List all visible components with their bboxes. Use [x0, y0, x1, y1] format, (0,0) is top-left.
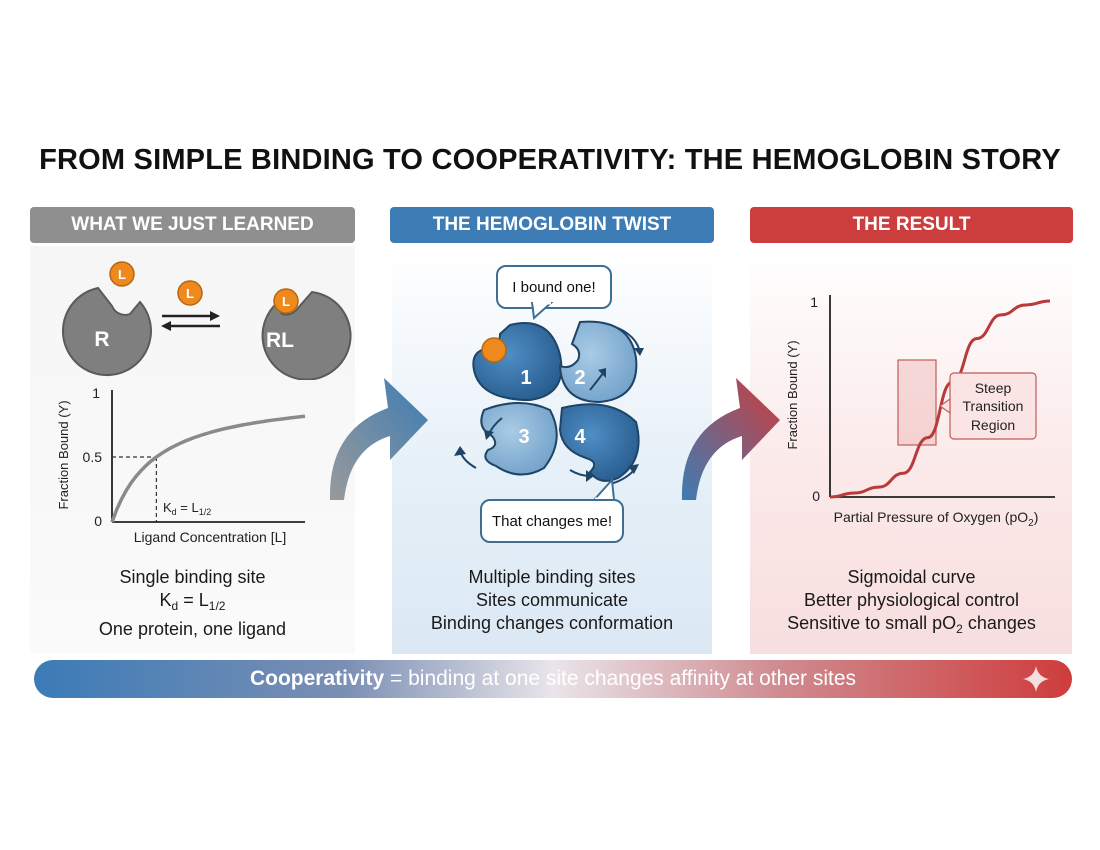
ligand-bound — [273, 288, 299, 314]
caption-left-line-3: One protein, one ligand — [98, 619, 287, 639]
subunit-4 — [558, 403, 640, 482]
caption-right-line-2: Better physiological control — [803, 590, 1020, 610]
receptor-ligand-complex — [261, 290, 352, 380]
reverse-arrow-head — [161, 321, 171, 331]
annotation-line-3: Region — [971, 417, 1015, 433]
cooperativity-banner: Cooperativity = binding at one site chan… — [34, 660, 1072, 698]
forward-arrow-head — [210, 311, 220, 321]
caption-mid-line-1: Multiple binding sites — [468, 567, 636, 587]
complex-label: RL — [266, 329, 294, 352]
left-ylabel: Fraction Bound (Y) — [56, 400, 71, 509]
receptor-protein — [61, 286, 152, 377]
ligand-label-1: L — [118, 267, 126, 282]
transition-arrow-left — [329, 378, 428, 500]
subunit-1-label: 1 — [520, 367, 531, 389]
banner-text: Cooperativity = binding at one site chan… — [250, 667, 856, 691]
oxygen-bound — [481, 337, 507, 363]
main-title: FROM SIMPLE BINDING TO COOPERATIVITY: TH… — [39, 144, 1061, 176]
kd-rhs-sub: 1/2 — [199, 507, 212, 517]
panel-middle-header: THE HEMOGLOBIN TWIST — [390, 207, 714, 243]
caption-left-line-1: Single binding site — [119, 567, 266, 587]
caption-middle: Multiple binding sites Sites communicate… — [390, 566, 714, 635]
caption-mid-line-3: Binding changes conformation — [430, 613, 674, 633]
sparkle-icon — [1023, 666, 1049, 692]
annotation-line-2: Transition — [963, 398, 1024, 414]
banner-bold: Cooperativity — [249, 667, 385, 690]
right-ytick-1: 1 — [810, 294, 818, 310]
kd-eq: = L — [177, 500, 199, 515]
left-xlabel: Ligand Concentration [L] — [134, 529, 287, 545]
subunit-1 — [472, 322, 563, 402]
hemoglobin-tetramer: 1 2 3 4 — [454, 320, 644, 485]
annotation-pointer — [938, 397, 951, 415]
right-ytick-0: 0 — [812, 488, 820, 504]
panel-right-header: THE RESULT — [750, 207, 1073, 243]
hyperbolic-binding-chart: Fraction Bound (Y) 1 0.5 0 Kd = L1/2 Lig… — [56, 385, 306, 545]
caption-right-line-1: Sigmoidal curve — [847, 567, 976, 587]
kd-sub: d — [172, 507, 177, 517]
subunit-3-label: 3 — [518, 426, 529, 448]
subunit-2 — [558, 320, 638, 404]
steep-region-highlight — [897, 359, 937, 446]
subunit-2-label: 2 — [574, 367, 585, 389]
caption-right-line-3: Sensitive to small pO2 changes — [787, 613, 1036, 636]
right-ylabel: Fraction Bound (Y) — [785, 340, 800, 449]
bubble-top: I bound one! — [496, 265, 612, 309]
receptor-label: R — [94, 328, 109, 351]
subunit-4-label: 4 — [574, 426, 586, 448]
left-hyperbolic-curve — [110, 414, 306, 523]
panel-right-background — [750, 246, 1072, 654]
annotation-line-1: Steep — [975, 380, 1012, 396]
bubble-top-tail — [530, 302, 554, 321]
ligand-free-1 — [109, 261, 135, 287]
binding-equilibrium-diagram: R L L L RL — [61, 261, 352, 380]
left-kd-annotation: Kd = L1/2 — [163, 500, 211, 517]
caption-right: Sigmoidal curve Better physiological con… — [750, 566, 1073, 641]
right-xlabel: Partial Pressure of Oxygen (pO2) — [834, 509, 1039, 529]
left-ytick-0: 0 — [94, 513, 102, 529]
left-ytick-1: 1 — [92, 385, 100, 401]
sigmoidal-binding-chart: Fraction Bound (Y) 1 0 Steep Transition … — [785, 294, 1055, 529]
ligand-label-3: L — [282, 294, 290, 309]
caption-left-kd: Kd = L1/2 — [159, 590, 226, 613]
caption-left: Single binding site Kd = L1/2 One protei… — [30, 566, 355, 641]
ligand-free-2 — [177, 280, 203, 306]
panel-left-header: WHAT WE JUST LEARNED — [30, 207, 355, 243]
kd-k: K — [163, 500, 172, 515]
caption-mid-line-2: Sites communicate — [475, 590, 629, 610]
ligand-label-2: L — [186, 286, 194, 301]
left-ytick-05: 0.5 — [83, 449, 103, 465]
subunit-3 — [480, 402, 558, 476]
transition-arrow-right — [681, 378, 780, 500]
bubble-bottom: That changes me! — [480, 499, 624, 543]
banner-rest: = binding at one site changes affinity a… — [384, 667, 857, 690]
